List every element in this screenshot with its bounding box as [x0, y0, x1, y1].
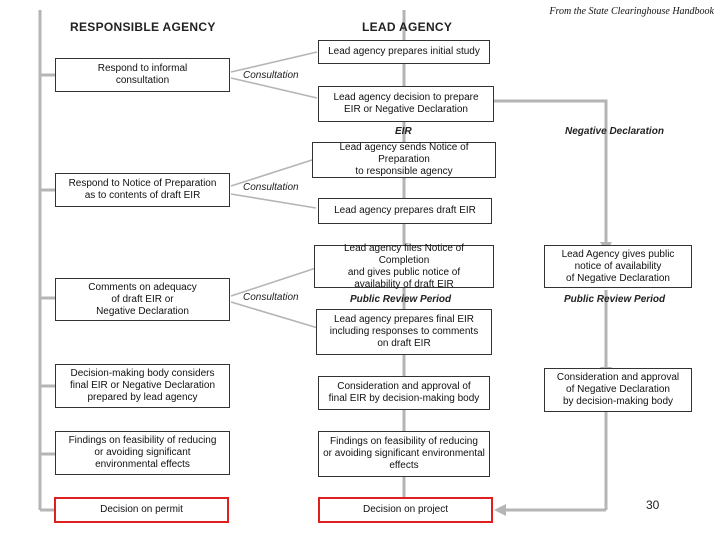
public-review-label-eir: Public Review Period	[350, 294, 452, 305]
negdec-approval-box: Consideration and approval of Negative D…	[544, 368, 692, 412]
lead-agency-header: LEAD AGENCY	[362, 20, 453, 34]
page-number: 30	[646, 498, 660, 512]
eir-label: EIR	[395, 126, 412, 137]
sends-nop-box: Lead agency sends Notice of Preparation …	[312, 142, 496, 178]
respond-informal-consultation-box: Respond to informal consultation	[55, 58, 230, 92]
responsible-agency-header: RESPONSIBLE AGENCY	[70, 20, 216, 34]
decision-to-prepare-box: Lead agency decision to prepare EIR or N…	[318, 86, 494, 122]
initial-study-box: Lead agency prepares initial study	[318, 40, 490, 64]
notice-of-completion-box: Lead agency files Notice of Completion a…	[314, 243, 494, 290]
negative-declaration-label: Negative Declaration	[565, 126, 664, 137]
prepares-draft-eir-box: Lead agency prepares draft EIR	[318, 198, 492, 224]
decision-on-project-box: Decision on project	[318, 497, 493, 523]
consultation-connectors	[230, 51, 319, 329]
source-caption: From the State Clearinghouse Handbook	[549, 6, 714, 17]
decision-making-body-box: Decision-making body considers final EIR…	[55, 364, 230, 408]
consultation-label-3: Consultation	[243, 292, 299, 303]
approval-final-eir-box: Consideration and approval of final EIR …	[318, 376, 490, 410]
prepares-final-eir-box: Lead agency prepares final EIR including…	[316, 309, 492, 355]
negdec-branch-line	[494, 99, 608, 245]
negdec-public-notice-box: Lead Agency gives public notice of avail…	[544, 245, 692, 288]
responsible-findings-box: Findings on feasibility of reducing or a…	[55, 431, 230, 475]
lead-findings-box: Findings on feasibility of reducing or a…	[318, 431, 490, 477]
consultation-label-1: Consultation	[243, 70, 299, 81]
consultation-label-2: Consultation	[243, 182, 299, 193]
public-review-label-negdec: Public Review Period	[564, 294, 666, 305]
decision-on-permit-box: Decision on permit	[54, 497, 229, 523]
respond-nop-box: Respond to Notice of Preparation as to c…	[55, 173, 230, 207]
comments-adequacy-box: Comments on adequacy of draft EIR or Neg…	[55, 278, 230, 321]
